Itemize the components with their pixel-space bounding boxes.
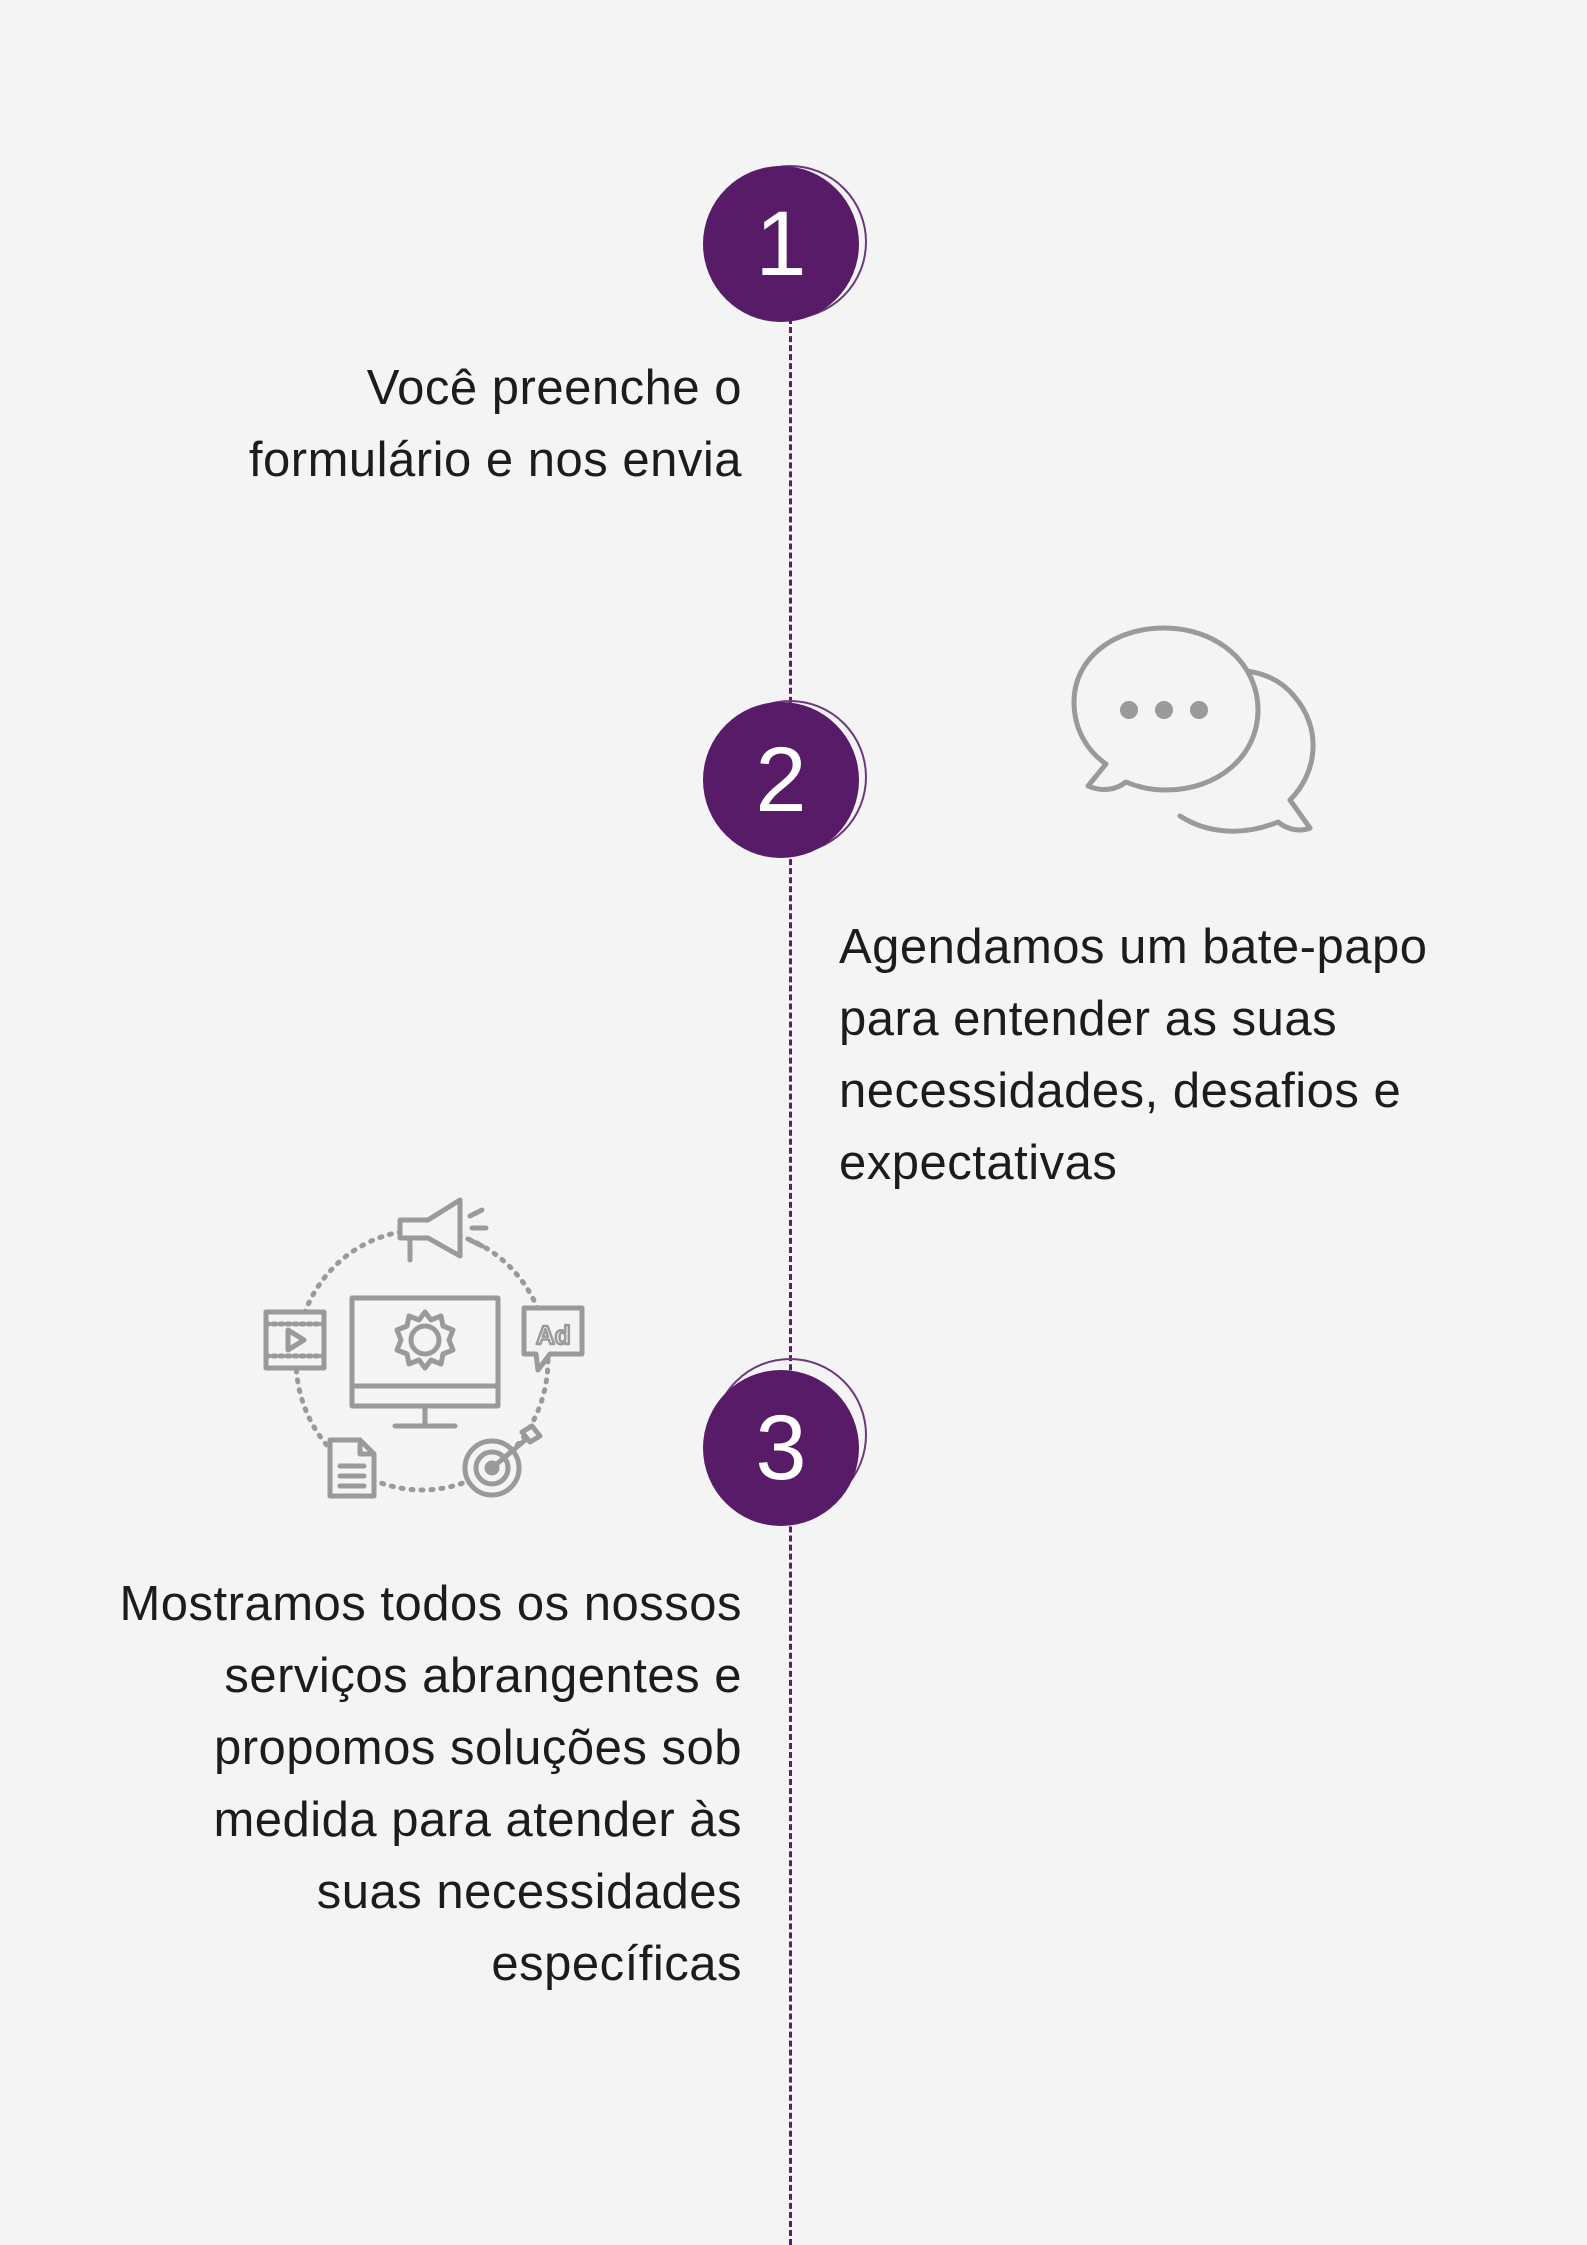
svg-text:Ad: Ad (536, 1320, 571, 1350)
step-3-text: Mostramos todos os nossos serviços abran… (119, 1577, 742, 1991)
step-1-text: Você preenche o formulário e nos envia (248, 361, 742, 487)
step-2-badge: 2 (703, 702, 859, 858)
step-1-badge: 1 (703, 166, 859, 322)
step-3-badge: 3 (703, 1370, 859, 1526)
timeline-line (789, 300, 792, 2245)
chat-bubbles-icon (1068, 622, 1318, 842)
step-2-text: Agendamos um bate-papo para entender as … (839, 920, 1428, 1190)
digital-marketing-icon: Ad (260, 1190, 590, 1510)
